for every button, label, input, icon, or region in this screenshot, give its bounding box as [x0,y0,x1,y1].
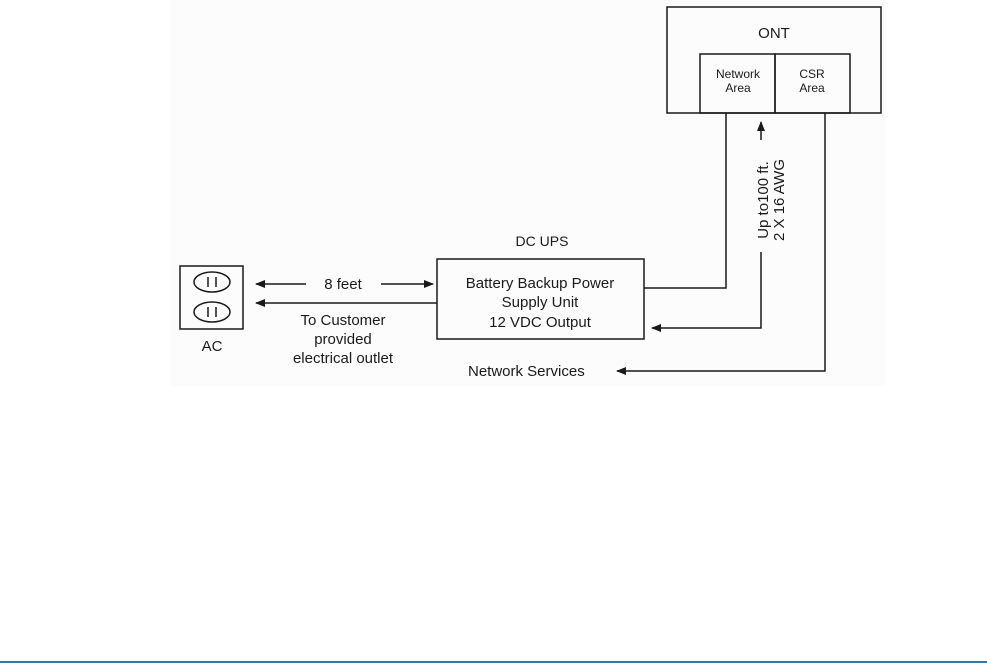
dc-ups-unit: DC UPS Battery Backup Power Supply Unit … [436,233,645,340]
figure-background [170,0,886,386]
cable-spec-line-1: Up to100 ft. [755,161,772,239]
ont-title: ONT [758,25,790,42]
outlet-label: AC [202,338,223,355]
outlet-note-1: To Customer [300,312,385,329]
cable-return-line [651,252,762,332]
ups-label-1: Battery Backup Power [466,275,614,292]
ups-to-network-area-line [644,113,727,289]
distance-dimension: 8 feet [255,276,434,293]
distance-label: 8 feet [324,276,362,293]
csr-area-label-1: CSR [799,67,825,81]
cable-spec: Up to100 ft. 2 X 16 AWG [755,159,788,241]
outlet-note-3: electrical outlet [293,350,394,367]
network-services-label: Network Services [468,363,585,380]
csr-area-box [774,53,851,114]
ont-box [666,6,882,114]
ac-outlet: AC [179,265,244,355]
outlet-plate [179,265,244,330]
csr-area-label-2: Area [799,81,825,95]
ont-unit: ONT Network Area CSR Area [666,6,882,114]
network-area-label-1: Network [716,67,761,81]
outlet-note-2: provided [314,331,372,348]
cable-spec-line-2: 2 X 16 AWG [771,159,788,241]
outlet-socket-bottom [193,301,231,323]
ups-label-3: 12 VDC Output [489,314,592,331]
csr-to-network-services-line [616,113,826,375]
ups-box [436,258,645,340]
footer-divider [0,661,987,663]
ups-label-2: Supply Unit [502,294,580,311]
network-area-label-2: Area [725,81,751,95]
outlet-socket-top [193,271,231,293]
ups-title: DC UPS [516,233,569,249]
